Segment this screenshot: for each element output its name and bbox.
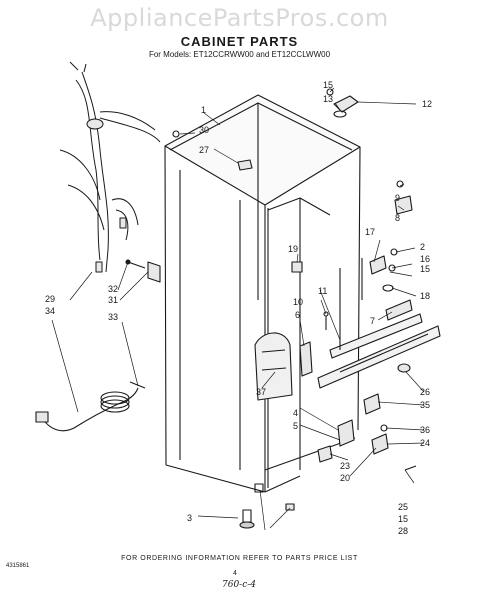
callout-8: 8 bbox=[395, 213, 400, 223]
callout-19: 19 bbox=[288, 244, 298, 254]
clip bbox=[291, 261, 303, 273]
callout-33: 33 bbox=[108, 312, 118, 322]
top-screw bbox=[172, 130, 180, 138]
page-number: 4 bbox=[233, 570, 237, 577]
callout-15b: 15 bbox=[420, 264, 430, 274]
callout-32: 32 bbox=[108, 284, 118, 294]
callout-12: 12 bbox=[422, 99, 432, 109]
callout-36: 36 bbox=[420, 425, 430, 435]
watermark-text: AppliancePartsPros.com bbox=[90, 4, 389, 32]
callout-9: 9 bbox=[395, 193, 400, 203]
screw-and-bracket bbox=[299, 311, 329, 377]
callout-34: 34 bbox=[45, 306, 55, 316]
ice-opening bbox=[254, 332, 293, 401]
wiring-harness bbox=[59, 61, 161, 273]
right-hinge-parts bbox=[369, 248, 398, 292]
document-code: 4315861 bbox=[6, 563, 30, 569]
cabinet-body bbox=[164, 94, 361, 493]
diagram-title: CABINET PARTS bbox=[180, 34, 299, 49]
callout-23: 23 bbox=[340, 461, 350, 471]
rails bbox=[317, 258, 441, 389]
callout-13: 13 bbox=[323, 94, 333, 104]
callout-5: 5 bbox=[293, 421, 298, 431]
callout-3: 3 bbox=[187, 513, 192, 523]
callout-1: 1 bbox=[201, 105, 206, 115]
model-subtitle: For Models: ET12CCRWW00 and ET12CCLWW00 bbox=[148, 50, 331, 59]
side-hinge-bracket bbox=[394, 180, 413, 215]
callout-15a: 15 bbox=[323, 80, 333, 90]
callout-27: 27 bbox=[199, 145, 209, 155]
rear-foot bbox=[254, 483, 264, 493]
ordering-note: FOR ORDERING INFORMATION REFER TO PARTS … bbox=[121, 555, 358, 562]
callout-24: 24 bbox=[420, 438, 430, 448]
callout-6: 6 bbox=[295, 310, 300, 320]
callout-10: 10 bbox=[293, 297, 303, 307]
callout-4: 4 bbox=[293, 408, 298, 418]
cord-clamp bbox=[125, 259, 161, 283]
callout-15c: 15 bbox=[398, 514, 408, 524]
leader-lines bbox=[51, 87, 425, 531]
callout-31: 31 bbox=[108, 295, 118, 305]
callout-7: 7 bbox=[370, 316, 375, 326]
lower-brackets bbox=[285, 393, 417, 511]
callout-35: 35 bbox=[420, 400, 430, 410]
callout-26: 26 bbox=[420, 387, 430, 397]
top-plug bbox=[237, 159, 253, 171]
power-cord bbox=[35, 381, 146, 432]
callout-18: 18 bbox=[420, 291, 430, 301]
callout-labels: 1 2 3 4 5 6 7 8 9 10 11 12 13 15 15 15 1… bbox=[45, 80, 432, 536]
callout-11: 11 bbox=[318, 286, 327, 296]
handwritten-note: 760-c-4 bbox=[222, 580, 257, 590]
callout-17: 17 bbox=[365, 227, 375, 237]
callout-30: 30 bbox=[199, 125, 209, 135]
leveling-leg bbox=[239, 509, 255, 529]
callout-28: 28 bbox=[398, 526, 408, 536]
callout-2: 2 bbox=[420, 242, 425, 252]
callout-16: 16 bbox=[420, 254, 430, 264]
callout-25: 25 bbox=[398, 502, 408, 512]
callout-20: 20 bbox=[340, 473, 350, 483]
callout-37: 37 bbox=[256, 387, 266, 397]
callout-29: 29 bbox=[45, 294, 55, 304]
